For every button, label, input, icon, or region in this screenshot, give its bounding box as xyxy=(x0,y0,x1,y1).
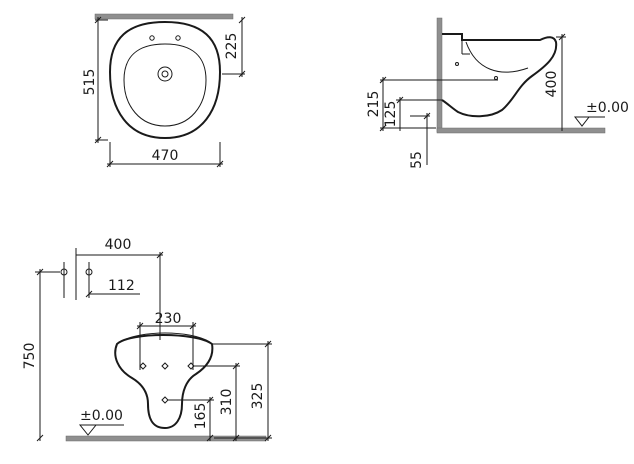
top-view-tap-hole-right xyxy=(175,35,181,41)
front-view-basin xyxy=(114,334,214,430)
top-view: 515 225 470 xyxy=(82,13,246,168)
side-view-basin xyxy=(441,33,558,118)
dim-label-112: 112 xyxy=(108,278,135,294)
front-view-level-marker xyxy=(78,424,98,436)
front-view-level-label: ±0.00 xyxy=(80,408,123,424)
top-view-basin-inner xyxy=(123,43,207,127)
dim-label-230: 230 xyxy=(155,311,182,327)
top-view-drain-inner xyxy=(161,70,169,78)
dim-label-470: 470 xyxy=(152,148,179,164)
side-view-basin-inner xyxy=(465,41,529,73)
dim-label-400-side: 400 xyxy=(544,71,560,98)
top-view-tap-hole-left xyxy=(149,35,155,41)
side-view: 400 ±0.00 215 125 55 xyxy=(366,17,629,169)
side-view-level-marker xyxy=(573,116,591,127)
dim-label-750: 750 xyxy=(22,343,38,370)
side-view-level-label: ±0.00 xyxy=(586,100,629,116)
dim-label-400-front: 400 xyxy=(105,237,132,253)
top-view-wall xyxy=(94,13,234,20)
dim-label-215: 215 xyxy=(366,91,382,118)
dim-label-310: 310 xyxy=(219,389,235,416)
dim-label-225: 225 xyxy=(224,33,240,60)
top-view-basin-outer xyxy=(108,20,222,140)
dim-label-55: 55 xyxy=(409,151,425,169)
dim-label-515: 515 xyxy=(82,69,98,96)
dim-label-325: 325 xyxy=(250,383,266,410)
dim-label-125: 125 xyxy=(383,101,399,128)
dim-label-165: 165 xyxy=(193,403,209,430)
front-view: 400 112 230 165 xyxy=(22,237,272,442)
top-view-drain-outer xyxy=(157,66,173,82)
side-view-floor xyxy=(436,127,606,134)
side-view-wall xyxy=(436,17,443,133)
